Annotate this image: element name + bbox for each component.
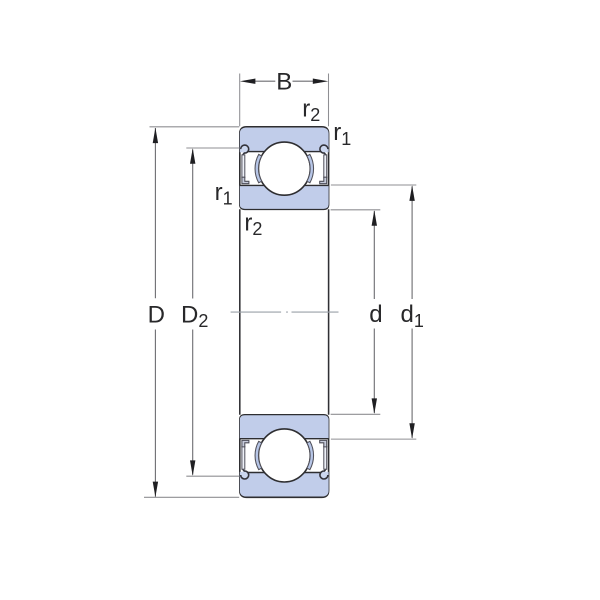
svg-text:D: D: [148, 301, 165, 328]
svg-text:r2: r2: [302, 95, 320, 125]
svg-text:r1: r1: [333, 119, 351, 149]
svg-text:d1: d1: [401, 301, 424, 331]
svg-text:d: d: [369, 301, 382, 328]
svg-text:D2: D2: [181, 301, 208, 331]
svg-text:r1: r1: [215, 179, 233, 209]
svg-text:B: B: [276, 68, 292, 95]
svg-text:r2: r2: [244, 209, 262, 239]
